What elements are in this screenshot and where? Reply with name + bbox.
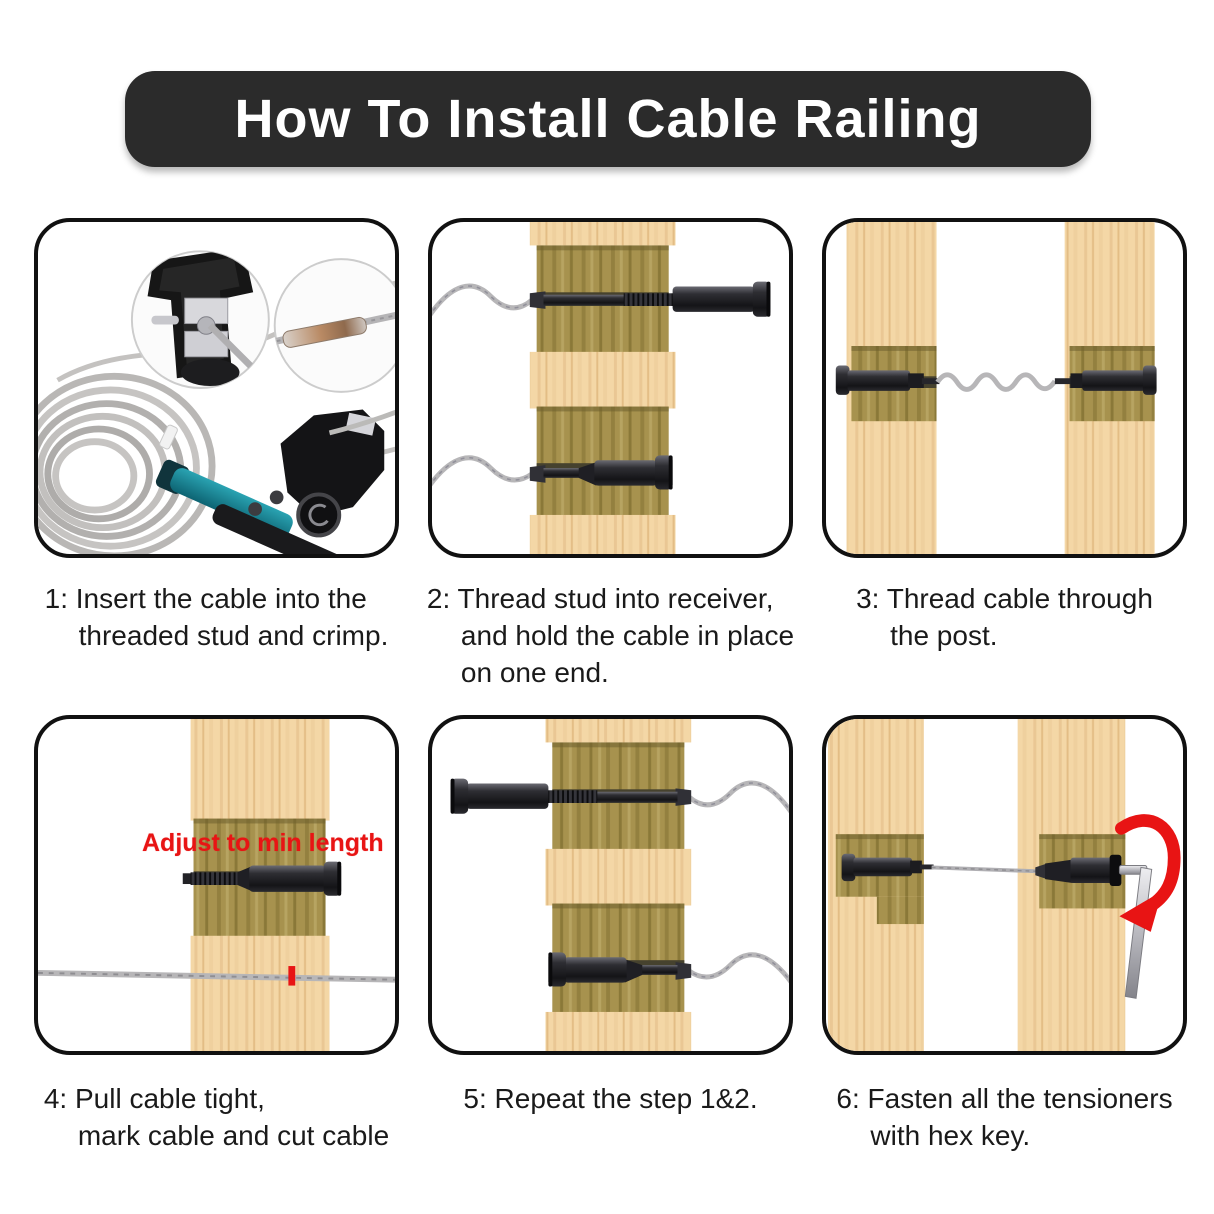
step6-illustration xyxy=(827,719,1181,1051)
step4-panel: Adjust to min length xyxy=(34,715,399,1055)
cable xyxy=(432,283,534,317)
step6-panel xyxy=(822,715,1187,1055)
step1-caption: 1: Insert the cable into the threaded st… xyxy=(34,580,399,654)
right-post xyxy=(1017,719,1126,1051)
wood-post xyxy=(529,222,676,554)
step1-illustration xyxy=(38,250,395,554)
tool-dial xyxy=(296,492,342,538)
step3-caption: 3: Thread cable through the post. xyxy=(822,580,1187,654)
stretched-cable xyxy=(38,969,395,983)
step4-illustration xyxy=(38,719,395,1051)
right-tensioner xyxy=(1054,365,1157,395)
hex-key xyxy=(1118,864,1153,999)
cut-mark xyxy=(288,966,296,986)
page-title: How To Install Cable Railing xyxy=(234,89,982,149)
step-caption-line: 3: Thread cable through xyxy=(856,583,1153,614)
step-caption-line: and hold the cable in place xyxy=(460,620,795,651)
assembled-tensioner xyxy=(529,455,673,490)
step5-panel xyxy=(428,715,793,1055)
step-caption-line: with hex key. xyxy=(870,1120,1031,1151)
step3-panel xyxy=(822,218,1187,558)
step-caption-line: 1: Insert the cable into the xyxy=(44,583,367,614)
step2-caption: 2: Thread stud into receiver, and hold t… xyxy=(426,580,795,691)
right-tensioner xyxy=(1035,854,1122,886)
step-caption-line: threaded stud and crimp. xyxy=(78,620,389,651)
step1-panel xyxy=(34,218,399,558)
step6-caption: 6: Fasten all the tensioners with hex ke… xyxy=(822,1080,1187,1154)
cable xyxy=(432,455,534,487)
step-caption-line: 4: Pull cable tight, xyxy=(43,1083,265,1114)
step5-caption: 5: Repeat the step 1&2. xyxy=(428,1080,793,1117)
left-tensioner xyxy=(841,853,934,882)
left-post xyxy=(827,719,924,1051)
min-length-annotation: Adjust to min length xyxy=(142,829,384,857)
step3-illustration xyxy=(835,222,1157,554)
receiver xyxy=(672,281,771,317)
cable-coil xyxy=(38,372,216,554)
step2-illustration xyxy=(432,222,771,554)
step-caption-line: mark cable and cut cable xyxy=(77,1120,390,1151)
step5-illustration xyxy=(432,719,789,1051)
inset-crimped-sleeve xyxy=(273,258,395,393)
step-caption-line: on one end. xyxy=(460,657,609,688)
left-tensioner xyxy=(835,365,940,395)
tight-cable xyxy=(931,865,1040,874)
crimp-tool xyxy=(155,409,395,554)
step-caption-line: 5: Repeat the step 1&2. xyxy=(463,1083,758,1114)
step2-panel xyxy=(428,218,793,558)
step-caption-line: 6: Fasten all the tensioners xyxy=(836,1083,1173,1114)
step-caption-line: the post. xyxy=(890,620,998,651)
title-banner: How To Install Cable Railing xyxy=(125,71,1091,167)
rotation-arrow-icon xyxy=(1115,814,1181,932)
step4-caption: 4: Pull cable tight, mark cable and cut … xyxy=(34,1080,399,1154)
step-caption-line: 2: Thread stud into receiver, xyxy=(426,583,774,614)
cable-tie xyxy=(159,424,178,450)
slack-cable xyxy=(935,372,1057,392)
inset-crimp-head xyxy=(130,250,270,389)
tensioner-min-length xyxy=(182,861,342,896)
